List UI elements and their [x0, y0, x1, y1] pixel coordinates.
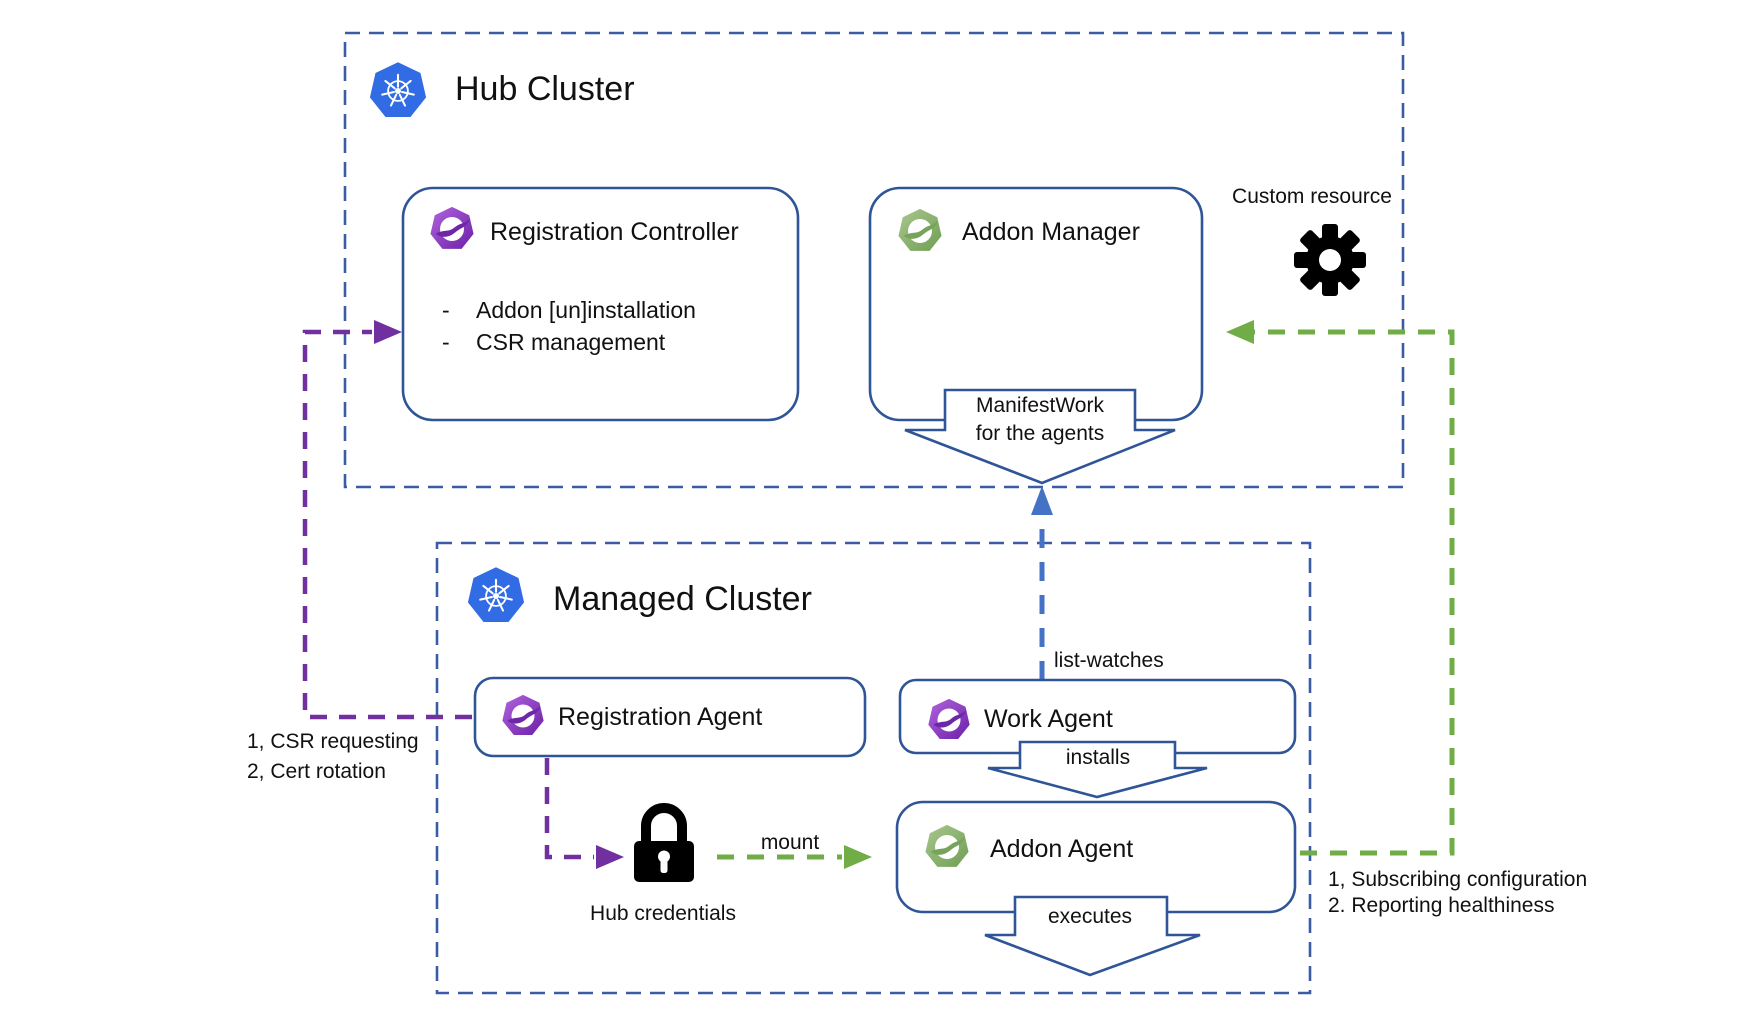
list-watches-label: list-watches [1054, 649, 1164, 672]
bullet-dash: - [442, 329, 450, 355]
subscribe-edge-line [1252, 329, 1455, 856]
installs-label: installs [1066, 746, 1130, 769]
hub-cluster-boundary [343, 31, 1405, 489]
reporting-healthiness-label: 2. Reporting healthiness [1328, 894, 1554, 917]
csr-requesting-label: 1, CSR requesting [247, 730, 419, 753]
cert-rotation-label: 2, Cert rotation [247, 760, 386, 783]
mount-label: mount [761, 831, 820, 854]
hub-cluster-title: Hub Cluster [455, 70, 635, 108]
bullet-addon-uninstallation: Addon [un]installation [476, 297, 696, 323]
manifestwork-label-line1: ManifestWork [976, 394, 1104, 417]
list-watches-arrowhead-icon [1031, 486, 1053, 515]
manifestwork-arrow [904, 388, 1176, 485]
addon-agent-title: Addon Agent [990, 835, 1133, 863]
hub-credentials-label: Hub credentials [590, 902, 736, 925]
registration-controller-title: Registration Controller [490, 218, 739, 246]
mount-edge [717, 845, 872, 869]
credentials-edge-line [544, 758, 594, 860]
gear-icon [1294, 224, 1366, 296]
registration-agent-title: Registration Agent [558, 703, 762, 731]
addon-manager-title: Addon Manager [962, 218, 1140, 246]
csr-edge [302, 320, 472, 720]
bullet-csr-management: CSR management [476, 329, 666, 355]
csr-arrowhead-icon [374, 320, 402, 344]
executes-label: executes [1048, 905, 1132, 928]
managed-cluster-boundary [435, 541, 1312, 995]
installs-arrow [987, 740, 1208, 799]
mount-arrowhead-icon [844, 845, 872, 869]
subscribe-arrowhead-icon [1226, 320, 1254, 344]
csr-edge-line [302, 329, 472, 720]
credentials-arrowhead-icon [596, 845, 624, 869]
list-watches-edge [1031, 486, 1053, 680]
executes-arrow [984, 895, 1201, 977]
bullet-dash: - [442, 297, 450, 323]
work-agent-title: Work Agent [984, 705, 1113, 733]
subscribe-edge [1226, 320, 1455, 856]
registration-controller-box [401, 186, 800, 422]
subscribing-configuration-label: 1, Subscribing configuration [1328, 868, 1587, 891]
credentials-edge [544, 758, 624, 869]
lock-icon [634, 803, 694, 882]
managed-cluster-title: Managed Cluster [553, 580, 812, 618]
custom-resource-label: Custom resource [1232, 185, 1392, 208]
manifestwork-label-line2: for the agents [976, 422, 1104, 445]
registration-agent-box [473, 676, 867, 758]
